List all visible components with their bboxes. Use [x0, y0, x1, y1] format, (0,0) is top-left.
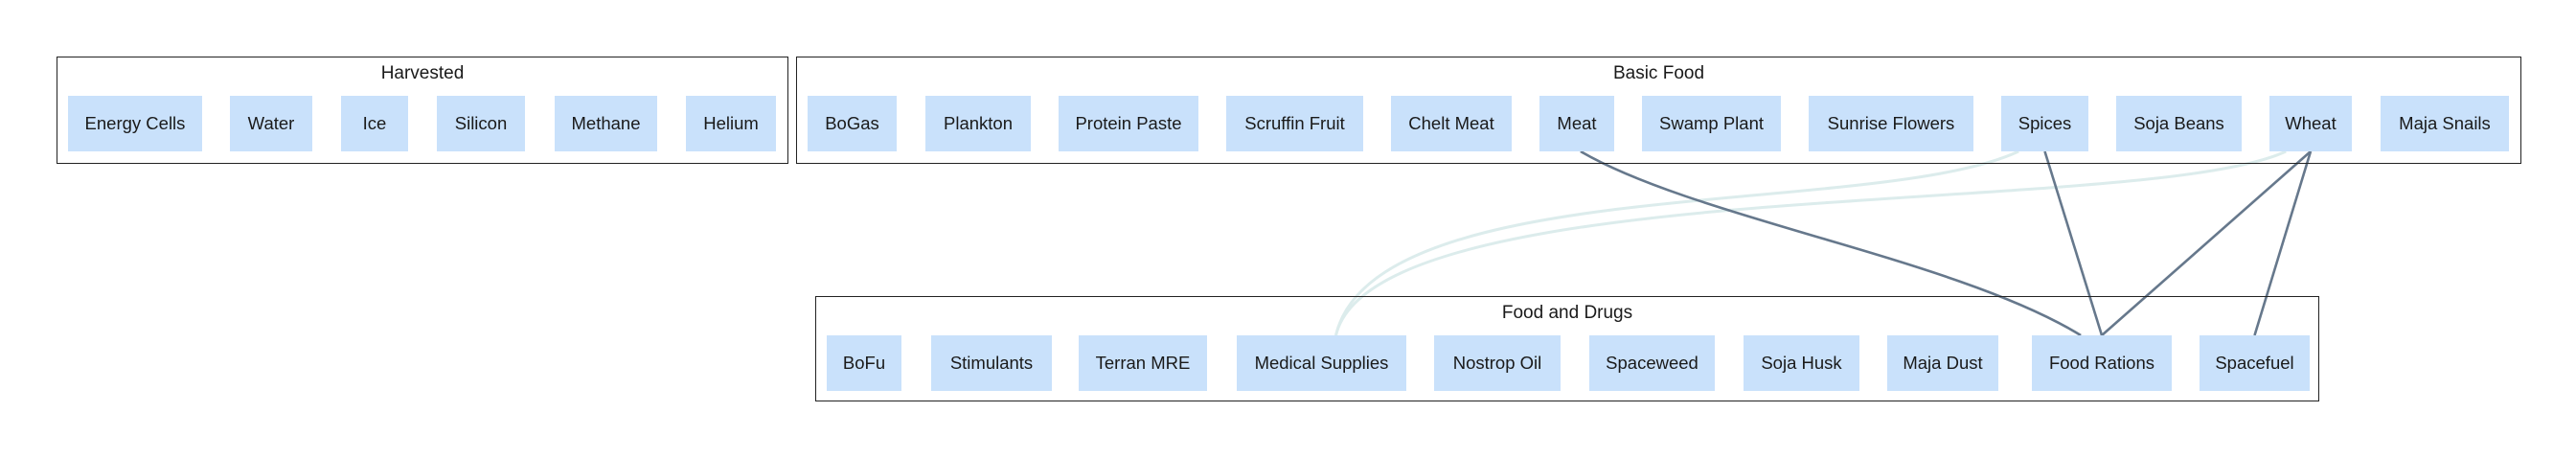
node-terran-mre[interactable]: Terran MRE [1079, 335, 1207, 391]
node-sunrise-flowers[interactable]: Sunrise Flowers [1809, 96, 1973, 151]
node-medical-supplies[interactable]: Medical Supplies [1237, 335, 1406, 391]
node-nostrop-oil[interactable]: Nostrop Oil [1434, 335, 1561, 391]
node-scruffin-fruit[interactable]: Scruffin Fruit [1226, 96, 1363, 151]
node-spices[interactable]: Spices [2001, 96, 2088, 151]
node-plankton[interactable]: Plankton [925, 96, 1031, 151]
node-energy-cells[interactable]: Energy Cells [68, 96, 202, 151]
node-bofu[interactable]: BoFu [827, 335, 901, 391]
node-maja-snails[interactable]: Maja Snails [2381, 96, 2509, 151]
cluster-basic-food: Basic Food [796, 57, 2521, 164]
cluster-harvested: Harvested [57, 57, 788, 164]
cluster-title-food-and-drugs: Food and Drugs [1501, 303, 1633, 323]
node-methane[interactable]: Methane [555, 96, 657, 151]
node-helium[interactable]: Helium [686, 96, 776, 151]
node-spaceweed[interactable]: Spaceweed [1589, 335, 1715, 391]
cluster-food-and-drugs: Food and Drugs [815, 296, 2319, 401]
node-chelt-meat[interactable]: Chelt Meat [1391, 96, 1512, 151]
node-spacefuel[interactable]: Spacefuel [2200, 335, 2310, 391]
node-silicon[interactable]: Silicon [437, 96, 525, 151]
cluster-title-harvested: Harvested [380, 63, 465, 83]
node-swamp-plant[interactable]: Swamp Plant [1642, 96, 1781, 151]
node-meat[interactable]: Meat [1539, 96, 1614, 151]
node-bogas[interactable]: BoGas [808, 96, 897, 151]
node-soja-husk[interactable]: Soja Husk [1744, 335, 1859, 391]
cluster-title-basic-food: Basic Food [1612, 63, 1705, 83]
node-stimulants[interactable]: Stimulants [931, 335, 1052, 391]
node-protein-paste[interactable]: Protein Paste [1059, 96, 1198, 151]
node-water[interactable]: Water [230, 96, 312, 151]
node-food-rations[interactable]: Food Rations [2032, 335, 2172, 391]
node-maja-dust[interactable]: Maja Dust [1887, 335, 1998, 391]
node-wheat[interactable]: Wheat [2269, 96, 2352, 151]
node-soja-beans[interactable]: Soja Beans [2116, 96, 2242, 151]
node-ice[interactable]: Ice [341, 96, 408, 151]
